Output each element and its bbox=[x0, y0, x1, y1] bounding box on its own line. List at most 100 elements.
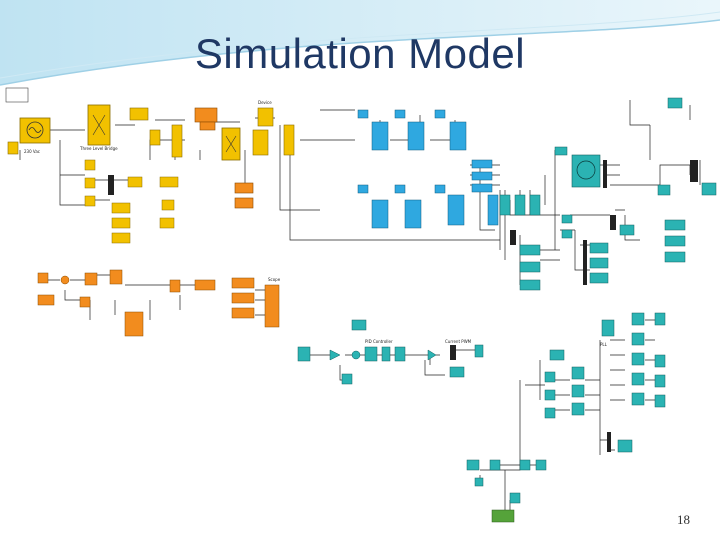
torque-ref-block[interactable] bbox=[667, 97, 683, 109]
current-goto[interactable] bbox=[449, 366, 465, 378]
relay-block[interactable] bbox=[169, 279, 181, 293]
speed-gain-block[interactable] bbox=[329, 349, 341, 361]
current-out[interactable] bbox=[474, 344, 484, 358]
powergui-block[interactable] bbox=[5, 87, 29, 103]
lower-from-2[interactable] bbox=[466, 459, 480, 471]
speed-meas-block[interactable] bbox=[341, 373, 353, 385]
teal-block-a[interactable] bbox=[499, 194, 511, 216]
vdc-block[interactable] bbox=[159, 217, 175, 229]
lower-block-12[interactable] bbox=[654, 312, 666, 326]
teal-out-2[interactable] bbox=[519, 261, 541, 273]
vref-block[interactable] bbox=[161, 199, 175, 211]
scope-in-1[interactable] bbox=[471, 159, 493, 169]
sum-block-1[interactable] bbox=[60, 275, 70, 285]
teal-out-6[interactable] bbox=[589, 272, 609, 284]
speed-limit-block[interactable] bbox=[381, 346, 391, 362]
lower-block-10[interactable] bbox=[631, 372, 645, 386]
dq-transform-2[interactable] bbox=[404, 199, 422, 229]
current-mux[interactable] bbox=[450, 345, 456, 360]
device-block[interactable] bbox=[257, 107, 274, 127]
lower-block-16[interactable] bbox=[489, 459, 501, 471]
orange-in-1[interactable] bbox=[37, 272, 49, 284]
lower-block-11[interactable] bbox=[631, 392, 645, 406]
display-block[interactable] bbox=[657, 184, 671, 196]
green-output-block[interactable] bbox=[491, 509, 515, 523]
orange-from-2[interactable] bbox=[231, 292, 255, 304]
triangle-source-block[interactable] bbox=[124, 311, 144, 337]
teal-out-4[interactable] bbox=[589, 242, 609, 254]
lower-block-4[interactable] bbox=[571, 366, 585, 380]
lower-mux[interactable] bbox=[607, 432, 611, 452]
lower-block-18[interactable] bbox=[535, 459, 547, 471]
saturation-block[interactable] bbox=[109, 269, 123, 285]
abc-transform-3[interactable] bbox=[449, 121, 467, 151]
current-gain-block[interactable] bbox=[427, 349, 437, 361]
filter-block[interactable] bbox=[171, 124, 183, 158]
lower-block-1[interactable] bbox=[544, 371, 556, 383]
lower-block-6[interactable] bbox=[571, 402, 585, 416]
lower-source[interactable] bbox=[601, 319, 615, 337]
orange-from-1[interactable] bbox=[231, 277, 255, 289]
meas-block-1[interactable] bbox=[149, 129, 161, 146]
scope-in-2[interactable] bbox=[471, 171, 493, 181]
out-block-1[interactable] bbox=[664, 219, 686, 231]
lower-block-20[interactable] bbox=[509, 492, 521, 504]
out-block-2[interactable] bbox=[664, 235, 686, 247]
control-block-1[interactable] bbox=[84, 159, 96, 171]
lower-from-1[interactable] bbox=[549, 349, 565, 361]
teal-block-d[interactable] bbox=[561, 214, 573, 224]
from-block-2[interactable] bbox=[394, 109, 406, 119]
lower-block-17[interactable] bbox=[519, 459, 531, 471]
pid-controller-block[interactable] bbox=[364, 346, 378, 362]
teal-out-5[interactable] bbox=[589, 257, 609, 269]
from-block-4[interactable] bbox=[357, 184, 369, 194]
teal-out-1[interactable] bbox=[519, 244, 541, 256]
pid-block-1[interactable] bbox=[84, 272, 98, 286]
lower-block-15[interactable] bbox=[654, 394, 666, 408]
lower-block-3[interactable] bbox=[544, 407, 556, 419]
abc-transform-2[interactable] bbox=[407, 121, 425, 151]
out-block-3[interactable] bbox=[664, 251, 686, 263]
lower-block-14[interactable] bbox=[654, 374, 666, 388]
teal-out-3[interactable] bbox=[519, 279, 541, 291]
converter-block-2[interactable] bbox=[199, 121, 216, 131]
speed-from-block[interactable] bbox=[351, 319, 367, 331]
gain-teal-1[interactable] bbox=[619, 224, 635, 236]
teal-block-b[interactable] bbox=[514, 194, 526, 216]
dq-transform-3[interactable] bbox=[447, 194, 465, 226]
demux-teal-1[interactable] bbox=[510, 230, 516, 245]
speed-sat-block[interactable] bbox=[394, 346, 406, 362]
teal-block-e[interactable] bbox=[561, 229, 573, 239]
sensor-block[interactable] bbox=[129, 107, 149, 121]
from-block-1[interactable] bbox=[357, 109, 369, 119]
ref-block-3[interactable] bbox=[111, 232, 131, 244]
lower-block-7[interactable] bbox=[631, 312, 645, 326]
goto-orange-1[interactable] bbox=[194, 279, 216, 291]
control-block-3[interactable] bbox=[84, 195, 96, 207]
scope-in-3[interactable] bbox=[471, 183, 493, 193]
goto-block-1[interactable] bbox=[234, 182, 254, 194]
converter-block-1[interactable] bbox=[194, 107, 218, 123]
mux-teal-2[interactable] bbox=[583, 240, 587, 285]
lower-block-2[interactable] bbox=[544, 389, 556, 401]
teal-block-c[interactable] bbox=[529, 194, 541, 216]
ref-block-2[interactable] bbox=[111, 217, 131, 229]
lower-scope[interactable] bbox=[617, 439, 633, 453]
orange-in-2[interactable] bbox=[37, 294, 55, 306]
lower-block-19[interactable] bbox=[474, 477, 484, 487]
from-block-5[interactable] bbox=[394, 184, 406, 194]
orange-from-3[interactable] bbox=[231, 307, 255, 319]
speed-sum-block[interactable] bbox=[351, 350, 361, 360]
from-block-3[interactable] bbox=[434, 109, 446, 119]
demux-right-1[interactable] bbox=[610, 215, 616, 230]
gain-block-1[interactable] bbox=[127, 176, 143, 188]
orange-gain-1[interactable] bbox=[79, 296, 91, 308]
from-block-6[interactable] bbox=[434, 184, 446, 194]
lower-block-9[interactable] bbox=[631, 352, 645, 366]
orange-scope[interactable] bbox=[264, 284, 280, 328]
demux-blue-1[interactable] bbox=[487, 194, 499, 226]
speed-ref-block[interactable] bbox=[297, 346, 311, 362]
ref-block-1[interactable] bbox=[111, 202, 131, 214]
load-block[interactable] bbox=[252, 129, 269, 156]
dq-transform-1[interactable] bbox=[371, 199, 389, 229]
